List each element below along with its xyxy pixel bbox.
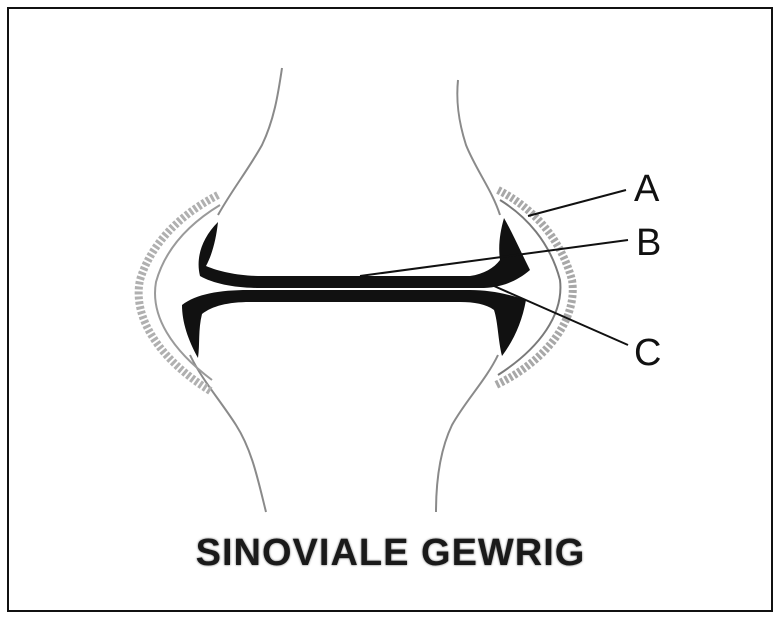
label-a: A: [634, 170, 659, 208]
lower-articular-cartilage: [182, 290, 526, 358]
label-b: B: [636, 224, 661, 262]
joint-capsule-left: [139, 195, 218, 392]
label-c: C: [634, 334, 661, 372]
upper-bone-right-outline: [457, 80, 500, 215]
diagram-title: SINOVIALE GEWRIG: [0, 532, 781, 575]
leader-line-a: [528, 190, 626, 216]
upper-bone-left-outline: [218, 68, 282, 215]
upper-articular-cartilage: [199, 218, 530, 288]
lower-bone-right-outline: [436, 355, 498, 512]
lower-bone-left-outline: [190, 355, 266, 512]
